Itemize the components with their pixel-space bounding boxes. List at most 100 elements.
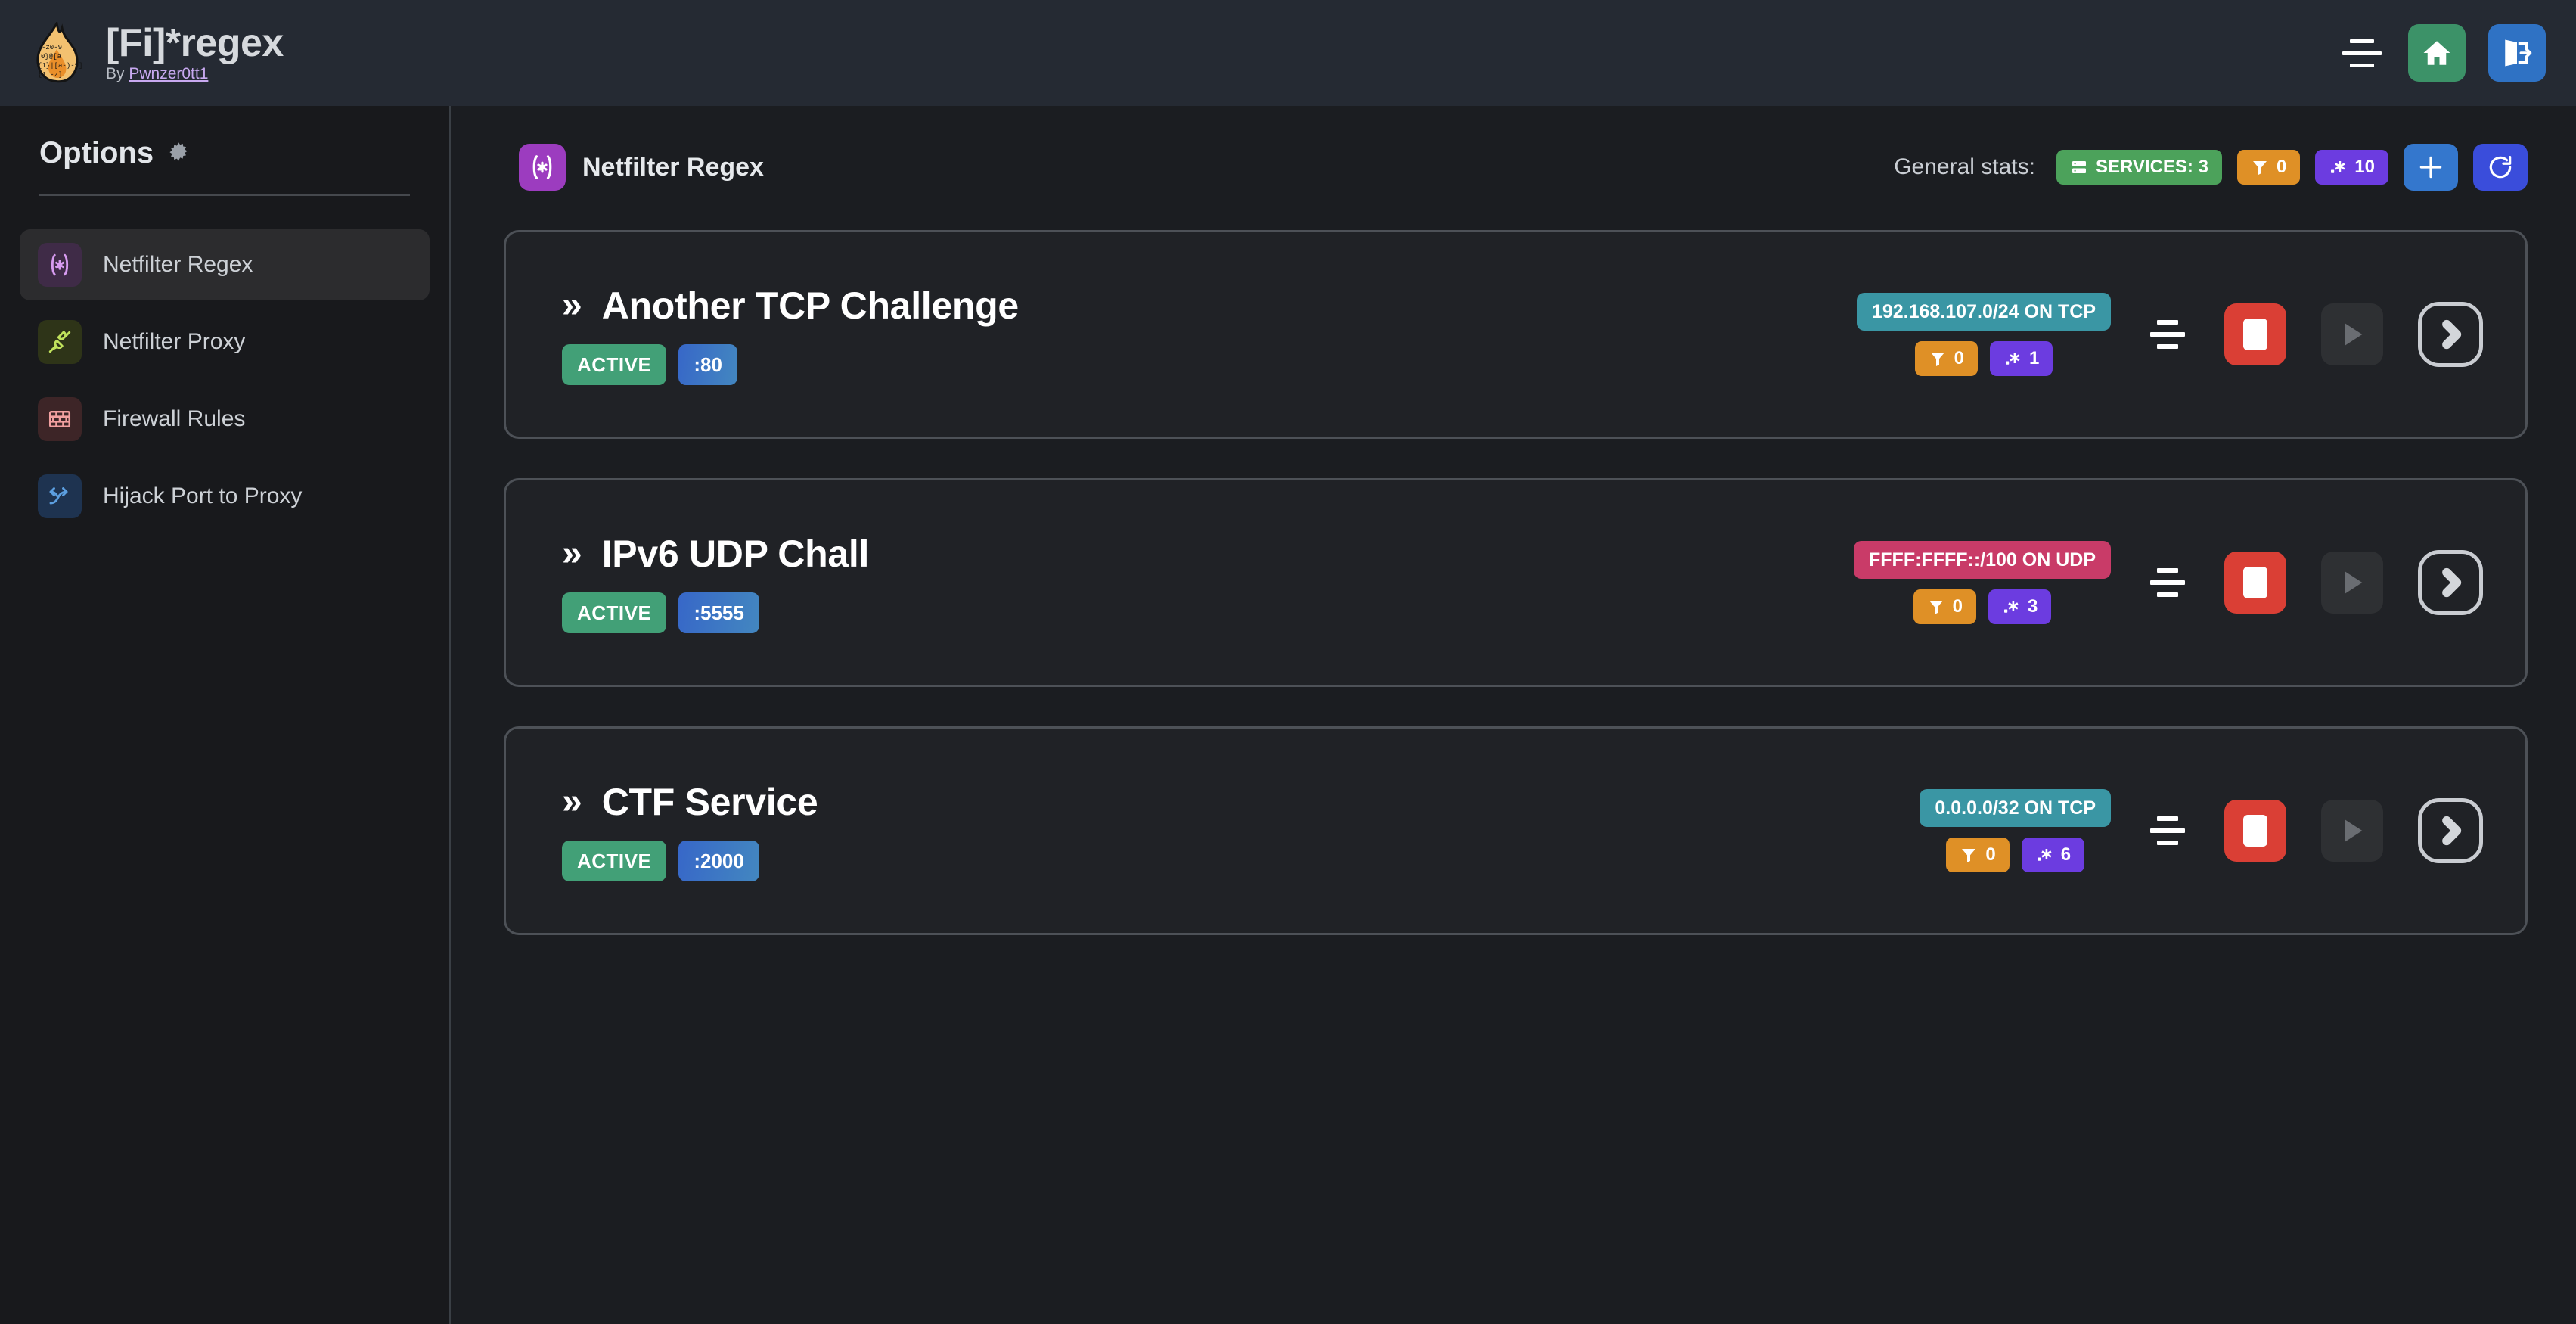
network-badge: 0.0.0.0/32 ON TCP [1920,789,2111,827]
refresh-button[interactable] [2473,144,2528,191]
filter-icon [1929,601,1943,614]
server-icon [2072,161,2086,173]
brick-wall-icon [38,397,82,441]
sidebar-divider [39,194,410,196]
main-header: Netfilter Regex General stats: SERVICES:… [504,144,2528,191]
expand-button[interactable] [2418,550,2483,615]
regex-count-badge: 1 [1989,341,2053,376]
status-badge-regexes: 10 [2315,150,2388,185]
stats-services-label: SERVICES: 3 [2095,157,2208,177]
stop-button[interactable] [2224,303,2286,365]
svg-text:{1}|[a-)-9]: {1}|[a-)-9] [38,62,82,70]
play-button[interactable] [2321,800,2383,862]
service-counters: 0 3 [1913,589,2052,624]
sidebar-item-hijack-port-to-proxy[interactable]: Hijack Port to Proxy [20,461,430,532]
filter-icon [1930,353,1944,366]
filter-icon [2252,161,2267,175]
service-info: » CTF Service ACTIVE :2000 [562,780,818,881]
hamburger-menu-icon[interactable] [2339,33,2385,73]
service-title-row: » CTF Service [562,780,818,824]
sidebar-item-netfilter-regex[interactable]: Netfilter Regex [20,229,430,300]
main-content: Netfilter Regex General stats: SERVICES:… [451,106,2576,1324]
sidebar-item-label: Hijack Port to Proxy [103,483,303,508]
filter-count-badge: 0 [1946,838,2010,872]
service-card[interactable]: » IPv6 UDP Chall ACTIVE :5555 FFFF:FFFF:… [504,478,2528,687]
general-stats: General stats: SERVICES: 3 0 [1894,144,2528,191]
port-badge: :2000 [678,841,759,881]
sidebar-item-label: Netfilter Regex [103,252,253,277]
network-badge: FFFF:FFFF::/100 ON UDP [1854,541,2111,579]
chevron-double-right-icon: » [562,533,582,573]
stop-icon [2243,319,2267,350]
regex-count: 6 [2060,844,2072,865]
flame-regex-logo-icon: -z0-9 0}@[a {1}|[a-)-9] {1 -z] [27,22,86,84]
drag-handle-icon[interactable] [2146,312,2190,356]
status-badge-services: SERVICES: 3 [2056,150,2222,185]
stop-icon [2243,567,2267,598]
status-badge: ACTIVE [562,841,667,881]
logout-icon [2505,39,2532,67]
svg-text:-z0-9: -z0-9 [42,44,62,51]
page-body: Options Netfilter Regex [0,106,2576,1324]
home-button[interactable] [2408,24,2466,82]
regex-icon [2005,353,2020,365]
service-counters: 0 1 [1914,341,2053,376]
expand-button[interactable] [2418,302,2483,367]
service-card[interactable]: » CTF Service ACTIVE :2000 0.0.0.0/32 ON… [504,726,2528,935]
stop-icon [2243,815,2267,847]
play-button[interactable] [2321,552,2383,614]
service-info: » Another TCP Challenge ACTIVE :80 [562,284,1019,385]
service-info: » IPv6 UDP Chall ACTIVE :5555 [562,532,869,633]
plug-icon [38,320,82,364]
svg-text:0}@[a: 0}@[a [41,53,62,61]
regex-count: 1 [2028,348,2040,368]
regex-count-badge: 6 [2021,838,2085,872]
header-actions [2339,24,2546,82]
sidebar: Options Netfilter Regex [0,106,451,1324]
regex-icon [38,243,82,287]
status-badge: ACTIVE [562,344,667,385]
network-badge: 192.168.107.0/24 ON TCP [1856,293,2111,331]
drag-handle-icon[interactable] [2146,809,2190,853]
filter-count-badge: 0 [1913,589,1976,624]
stats-filters-label: 0 [2276,157,2287,177]
brand: -z0-9 0}@[a {1}|[a-)-9] {1 -z] [Fi]*rege… [27,22,284,84]
expand-button[interactable] [2418,798,2483,863]
sidebar-item-netfilter-proxy[interactable]: Netfilter Proxy [20,306,430,378]
service-tags: ACTIVE :80 [562,344,1019,385]
reroute-icon [38,474,82,518]
filter-count: 0 [1954,348,1964,368]
chevron-right-icon [2442,816,2462,846]
filter-count-badge: 0 [1914,341,1978,376]
stop-button[interactable] [2224,800,2286,862]
sidebar-item-firewall-rules[interactable]: Firewall Rules [20,384,430,455]
regex-count-badge: 3 [1988,589,2052,624]
port-badge: :80 [678,344,737,385]
app-header: -z0-9 0}@[a {1}|[a-)-9] {1 -z] [Fi]*rege… [0,0,2576,106]
sidebar-nav: Netfilter Regex Netfilter Proxy [0,229,449,532]
logout-button[interactable] [2488,24,2546,82]
app-title: [Fi]*regex [106,20,284,65]
drag-handle-icon[interactable] [2146,561,2190,605]
chevron-double-right-icon: » [562,285,582,325]
by-prefix: By [106,65,129,83]
plus-icon [2419,156,2442,179]
chevron-right-icon [2442,567,2462,598]
author-link[interactable]: Pwnzer0tt1 [129,65,209,83]
play-button[interactable] [2321,303,2383,365]
status-badge: ACTIVE [562,592,667,633]
play-icon [2345,323,2363,346]
stop-button[interactable] [2224,552,2286,614]
app-author: By Pwnzer0tt1 [106,65,284,83]
stats-regexes-label: 10 [2354,157,2375,177]
home-icon [2423,41,2450,65]
service-badges: FFFF:FFFF::/100 ON UDP 0 [1854,541,2111,624]
service-badges: 0.0.0.0/32 ON TCP 0 6 [1920,789,2111,872]
sidebar-header: Options [0,136,449,170]
play-icon [2345,571,2363,594]
service-name: CTF Service [601,781,818,823]
add-service-button[interactable] [2404,144,2458,191]
service-actions: FFFF:FFFF::/100 ON UDP 0 [1854,541,2483,624]
service-tags: ACTIVE :2000 [562,841,818,881]
service-card[interactable]: » Another TCP Challenge ACTIVE :80 192.1… [504,230,2528,439]
